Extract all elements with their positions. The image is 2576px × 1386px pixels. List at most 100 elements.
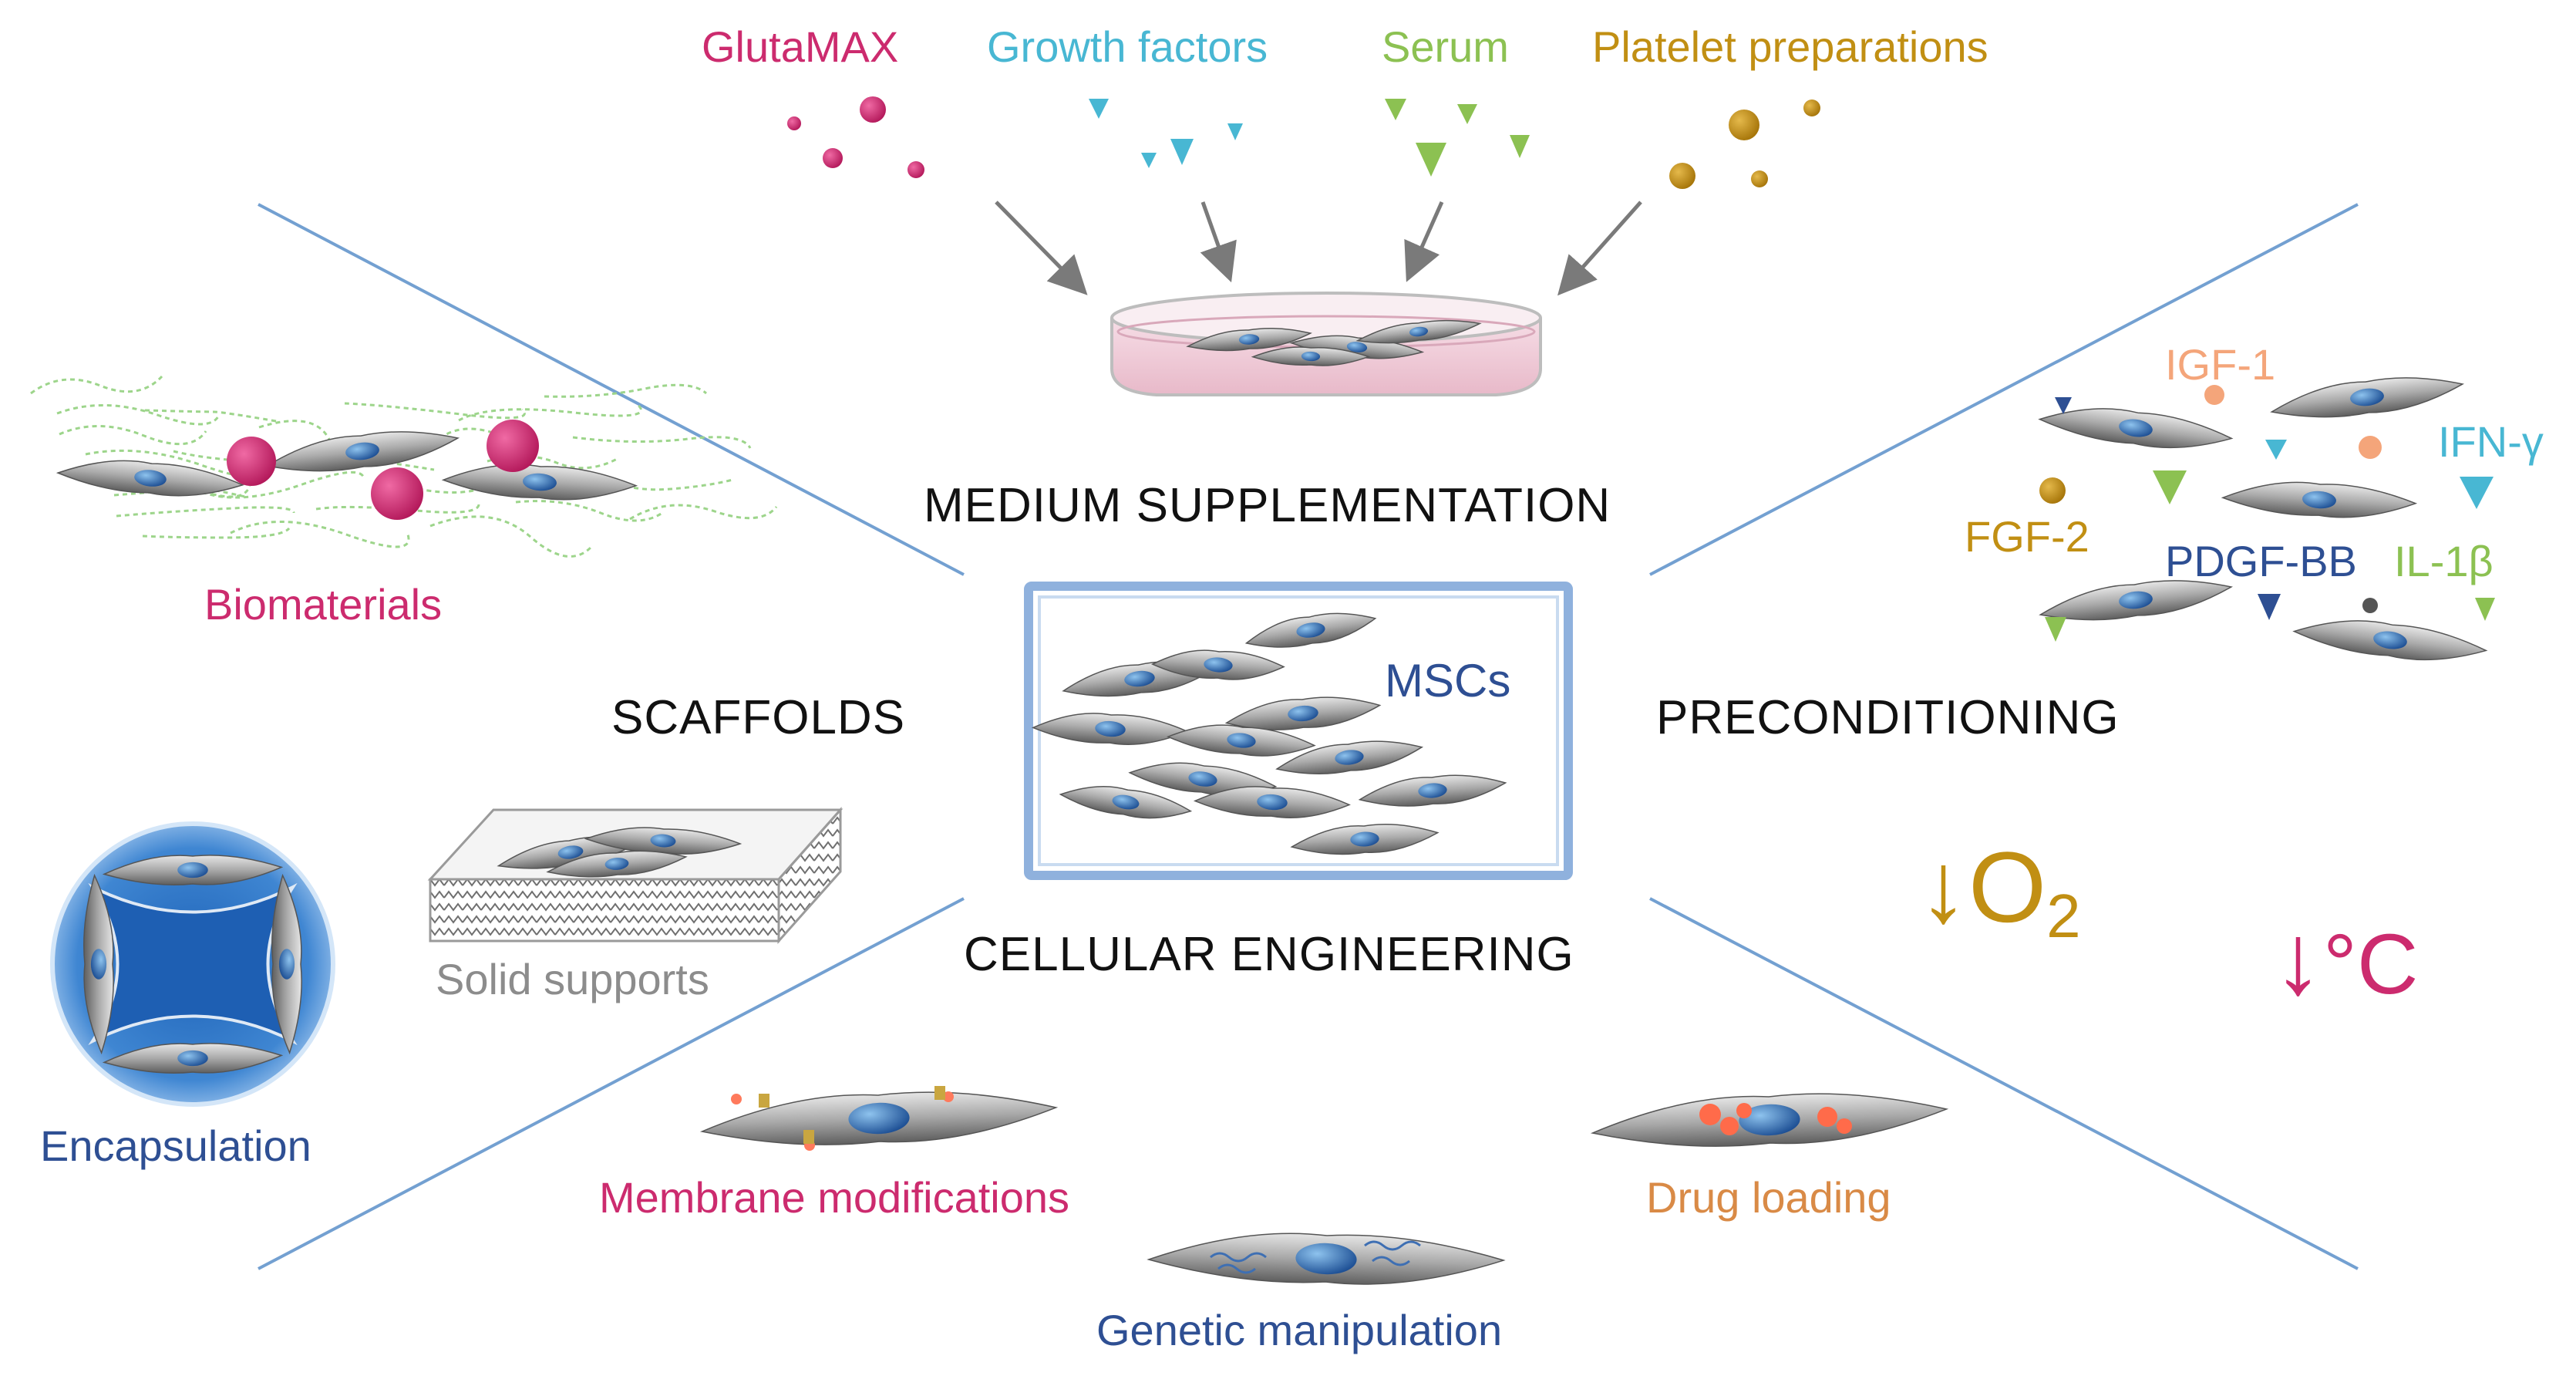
nucleus xyxy=(1295,1243,1357,1275)
encapsulation-sphere xyxy=(50,821,335,1107)
cell xyxy=(271,873,302,1055)
nucleus xyxy=(177,862,208,878)
membrane-markers xyxy=(731,1086,954,1151)
nucleus xyxy=(1257,794,1288,811)
cell xyxy=(2221,481,2418,518)
biomaterial-beads xyxy=(227,420,539,520)
cell xyxy=(1244,612,1377,648)
cell xyxy=(584,827,742,855)
cell xyxy=(699,1091,1059,1145)
nucleus xyxy=(278,949,295,980)
platelet-particles xyxy=(1669,99,1820,189)
cellular-engineering-heading: CELLULAR ENGINEERING xyxy=(964,928,1574,981)
cell xyxy=(56,460,244,497)
dish-cells xyxy=(1186,319,1482,366)
encapsulation-label: Encapsulation xyxy=(40,1121,311,1170)
genetic-strands xyxy=(1210,1240,1421,1274)
nucleus xyxy=(2119,591,2153,609)
genetic-manipulation-label: Genetic manipulation xyxy=(1096,1306,1503,1354)
oxygen-symbol: O xyxy=(1968,831,2047,943)
cell xyxy=(546,850,688,878)
cell xyxy=(2039,580,2233,621)
platelet-preparations-label: Platelet preparations xyxy=(1592,22,1988,71)
msc-label: MSCs xyxy=(1385,655,1511,706)
engineered-cells xyxy=(699,1091,1949,1285)
encapsulated-cells xyxy=(83,855,302,1074)
supplement-arrows xyxy=(995,201,1642,296)
cell xyxy=(1031,713,1189,746)
nucleus xyxy=(2373,631,2407,649)
nucleus xyxy=(604,858,629,870)
oxygen-subscript: 2 xyxy=(2046,882,2081,950)
down-arrow-icon: ↓ xyxy=(2273,902,2323,1015)
nucleus xyxy=(2302,491,2336,509)
serum-label: Serum xyxy=(1382,22,1509,71)
nucleus xyxy=(1188,771,1217,787)
solid-supports-label: Solid supports xyxy=(436,955,709,1003)
pdgfbb-label: PDGF-BB xyxy=(2165,537,2357,585)
nucleus xyxy=(1124,670,1155,687)
nucleus xyxy=(345,442,379,460)
cell xyxy=(2292,620,2488,661)
celsius-unit: °C xyxy=(2323,917,2419,1012)
preconditioning-heading: PRECONDITIONING xyxy=(1656,691,2120,744)
cell xyxy=(1251,346,1371,366)
cell xyxy=(102,855,284,885)
nucleus xyxy=(2119,419,2153,437)
cell xyxy=(1128,762,1278,796)
msc-cell-cluster xyxy=(1031,612,1507,855)
solid-support-cells xyxy=(497,827,742,878)
drug-particles xyxy=(1699,1103,1852,1135)
serum-particles xyxy=(1385,99,1530,177)
hypoxia-label: ↓O2 xyxy=(1918,837,2081,947)
cell xyxy=(1193,786,1351,819)
medium-supplementation-heading: MEDIUM SUPPLEMENTATION xyxy=(924,479,1611,532)
cell xyxy=(1059,785,1193,819)
cell xyxy=(1224,696,1382,730)
down-arrow-icon: ↓ xyxy=(1918,831,1968,943)
nucleus xyxy=(650,834,676,848)
cell xyxy=(441,464,638,501)
fgf2-label: FGF-2 xyxy=(1965,512,2089,561)
nucleus xyxy=(2350,388,2384,406)
scaffolds-heading: SCAFFOLDS xyxy=(611,691,906,744)
nucleus xyxy=(1418,783,1447,798)
igf1-label: IGF-1 xyxy=(2165,340,2276,389)
cell xyxy=(1290,823,1440,855)
biomaterial-cells xyxy=(56,431,638,501)
nucleus xyxy=(1301,351,1321,362)
cell xyxy=(1167,724,1316,757)
nucleus xyxy=(1409,326,1429,337)
nucleus xyxy=(90,949,107,980)
growth-factor-particles xyxy=(1089,99,1243,168)
cell xyxy=(102,1043,284,1074)
nucleus xyxy=(1346,342,1368,352)
glutamax-label: GlutaMAX xyxy=(702,22,899,71)
cell xyxy=(1147,1233,1506,1285)
nucleus xyxy=(1335,750,1364,765)
il1b-label: IL-1β xyxy=(2394,537,2494,585)
glutamax-particles xyxy=(787,96,924,178)
cell xyxy=(1355,319,1482,344)
nucleus xyxy=(1204,657,1233,673)
cell xyxy=(1186,327,1312,352)
growth-factors-label: Growth factors xyxy=(987,22,1268,71)
nucleus xyxy=(1288,705,1318,722)
nucleus xyxy=(177,1050,208,1067)
preconditioning-cells xyxy=(2038,377,2488,661)
ifng-label: IFN-γ xyxy=(2438,417,2544,466)
hypothermia-label: ↓°C xyxy=(2273,909,2418,1009)
nucleus xyxy=(1095,720,1126,737)
nucleus xyxy=(1350,831,1379,847)
cell xyxy=(1275,740,1424,774)
drug-loading-label: Drug loading xyxy=(1646,1173,1891,1222)
nucleus xyxy=(1238,334,1260,345)
cell xyxy=(83,873,114,1055)
membrane-modifications-label: Membrane modifications xyxy=(599,1173,1070,1222)
nucleus xyxy=(557,845,584,859)
nucleus xyxy=(848,1102,910,1135)
precond-particles xyxy=(2039,385,2495,642)
nucleus xyxy=(1739,1104,1800,1136)
